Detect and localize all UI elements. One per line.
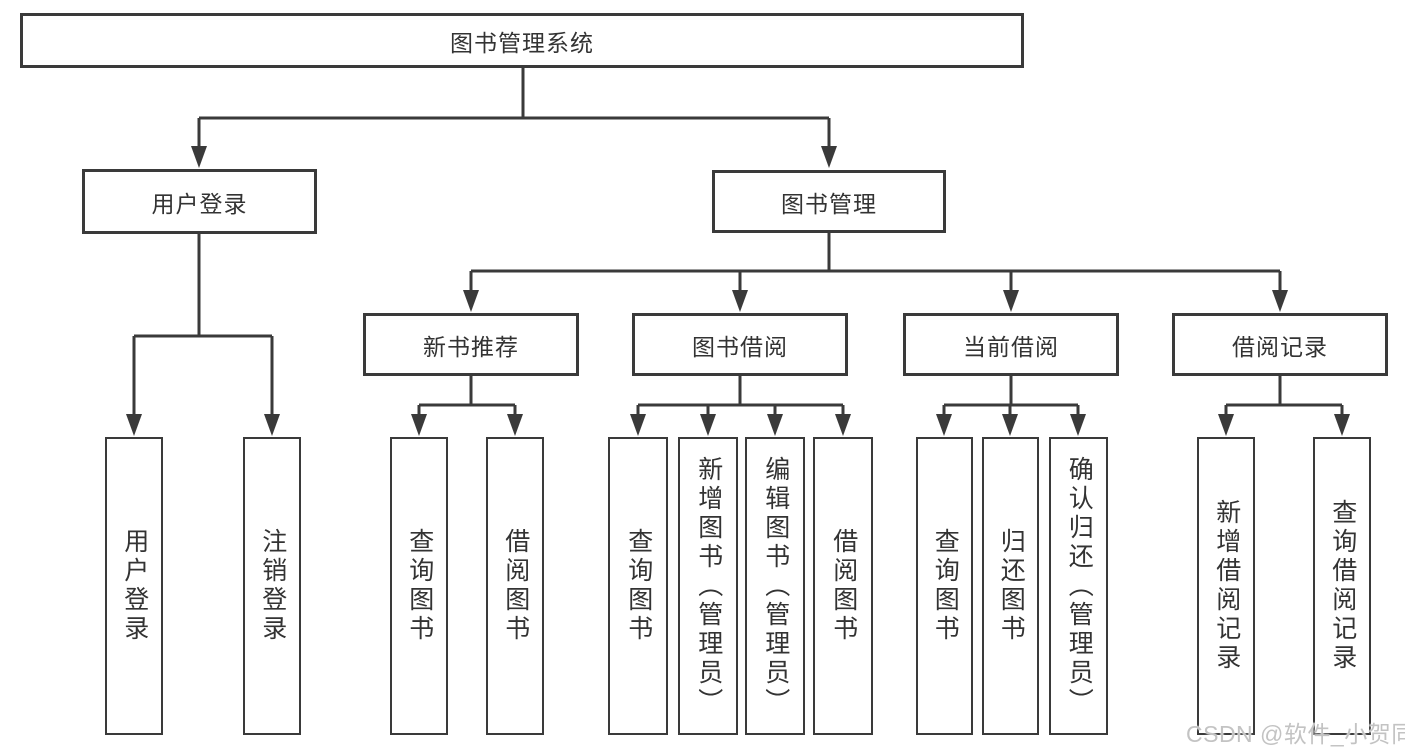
leaf-return-books: 归还图书 [982, 437, 1039, 735]
leaf-query-books-recommendation-label: 查询图书 [405, 528, 434, 644]
leaf-edit-book-admin-label: 编辑图书（管理员） [761, 455, 790, 717]
leaf-query-books-recommendation: 查询图书 [390, 437, 448, 735]
leaf-logout: 注销登录 [243, 437, 301, 735]
csdn-watermark: CSDN @软件_小贺同学 [1186, 721, 1405, 747]
tree-edges [132, 68, 1344, 418]
node-book-management-branch: 图书管理 [712, 170, 946, 233]
leaf-query-books-borrowing: 查询图书 [608, 437, 668, 735]
leaf-confirm-return-admin-label: 确认归还（管理员） [1065, 455, 1094, 717]
leaf-add-book-admin-label: 新增图书（管理员） [694, 455, 723, 717]
node-user-login-branch: 用户登录 [82, 169, 317, 234]
leaf-user-login-label: 用户登录 [120, 528, 149, 644]
leaf-add-borrow-record: 新增借阅记录 [1197, 437, 1255, 735]
leaf-query-books-current-label: 查询图书 [931, 528, 960, 644]
node-library-management-system: 图书管理系统 [20, 13, 1024, 68]
leaf-borrow-books-recommendation-label: 借阅图书 [501, 528, 530, 644]
arrowheads [126, 146, 1350, 436]
node-borrowing-records: 借阅记录 [1172, 313, 1388, 376]
leaf-confirm-return-admin: 确认归还（管理员） [1049, 437, 1108, 735]
leaf-return-books-label: 归还图书 [997, 528, 1026, 644]
leaf-borrow-books-borrowing: 借阅图书 [813, 437, 873, 735]
leaf-query-books-current: 查询图书 [916, 437, 973, 735]
leaf-borrow-books-borrowing-label: 借阅图书 [829, 528, 858, 644]
leaf-logout-label: 注销登录 [258, 528, 287, 644]
node-new-book-recommendation: 新书推荐 [363, 313, 579, 376]
node-book-borrowing: 图书借阅 [632, 313, 848, 376]
leaf-user-login: 用户登录 [105, 437, 163, 735]
leaf-query-borrow-record: 查询借阅记录 [1313, 437, 1371, 735]
leaf-query-books-borrowing-label: 查询图书 [624, 528, 653, 644]
node-current-borrowing: 当前借阅 [903, 313, 1119, 376]
leaf-add-borrow-record-label: 新增借阅记录 [1212, 499, 1241, 673]
leaf-add-book-admin: 新增图书（管理员） [678, 437, 738, 735]
leaf-borrow-books-recommendation: 借阅图书 [486, 437, 544, 735]
leaf-query-borrow-record-label: 查询借阅记录 [1328, 499, 1357, 673]
leaf-edit-book-admin: 编辑图书（管理员） [745, 437, 805, 735]
